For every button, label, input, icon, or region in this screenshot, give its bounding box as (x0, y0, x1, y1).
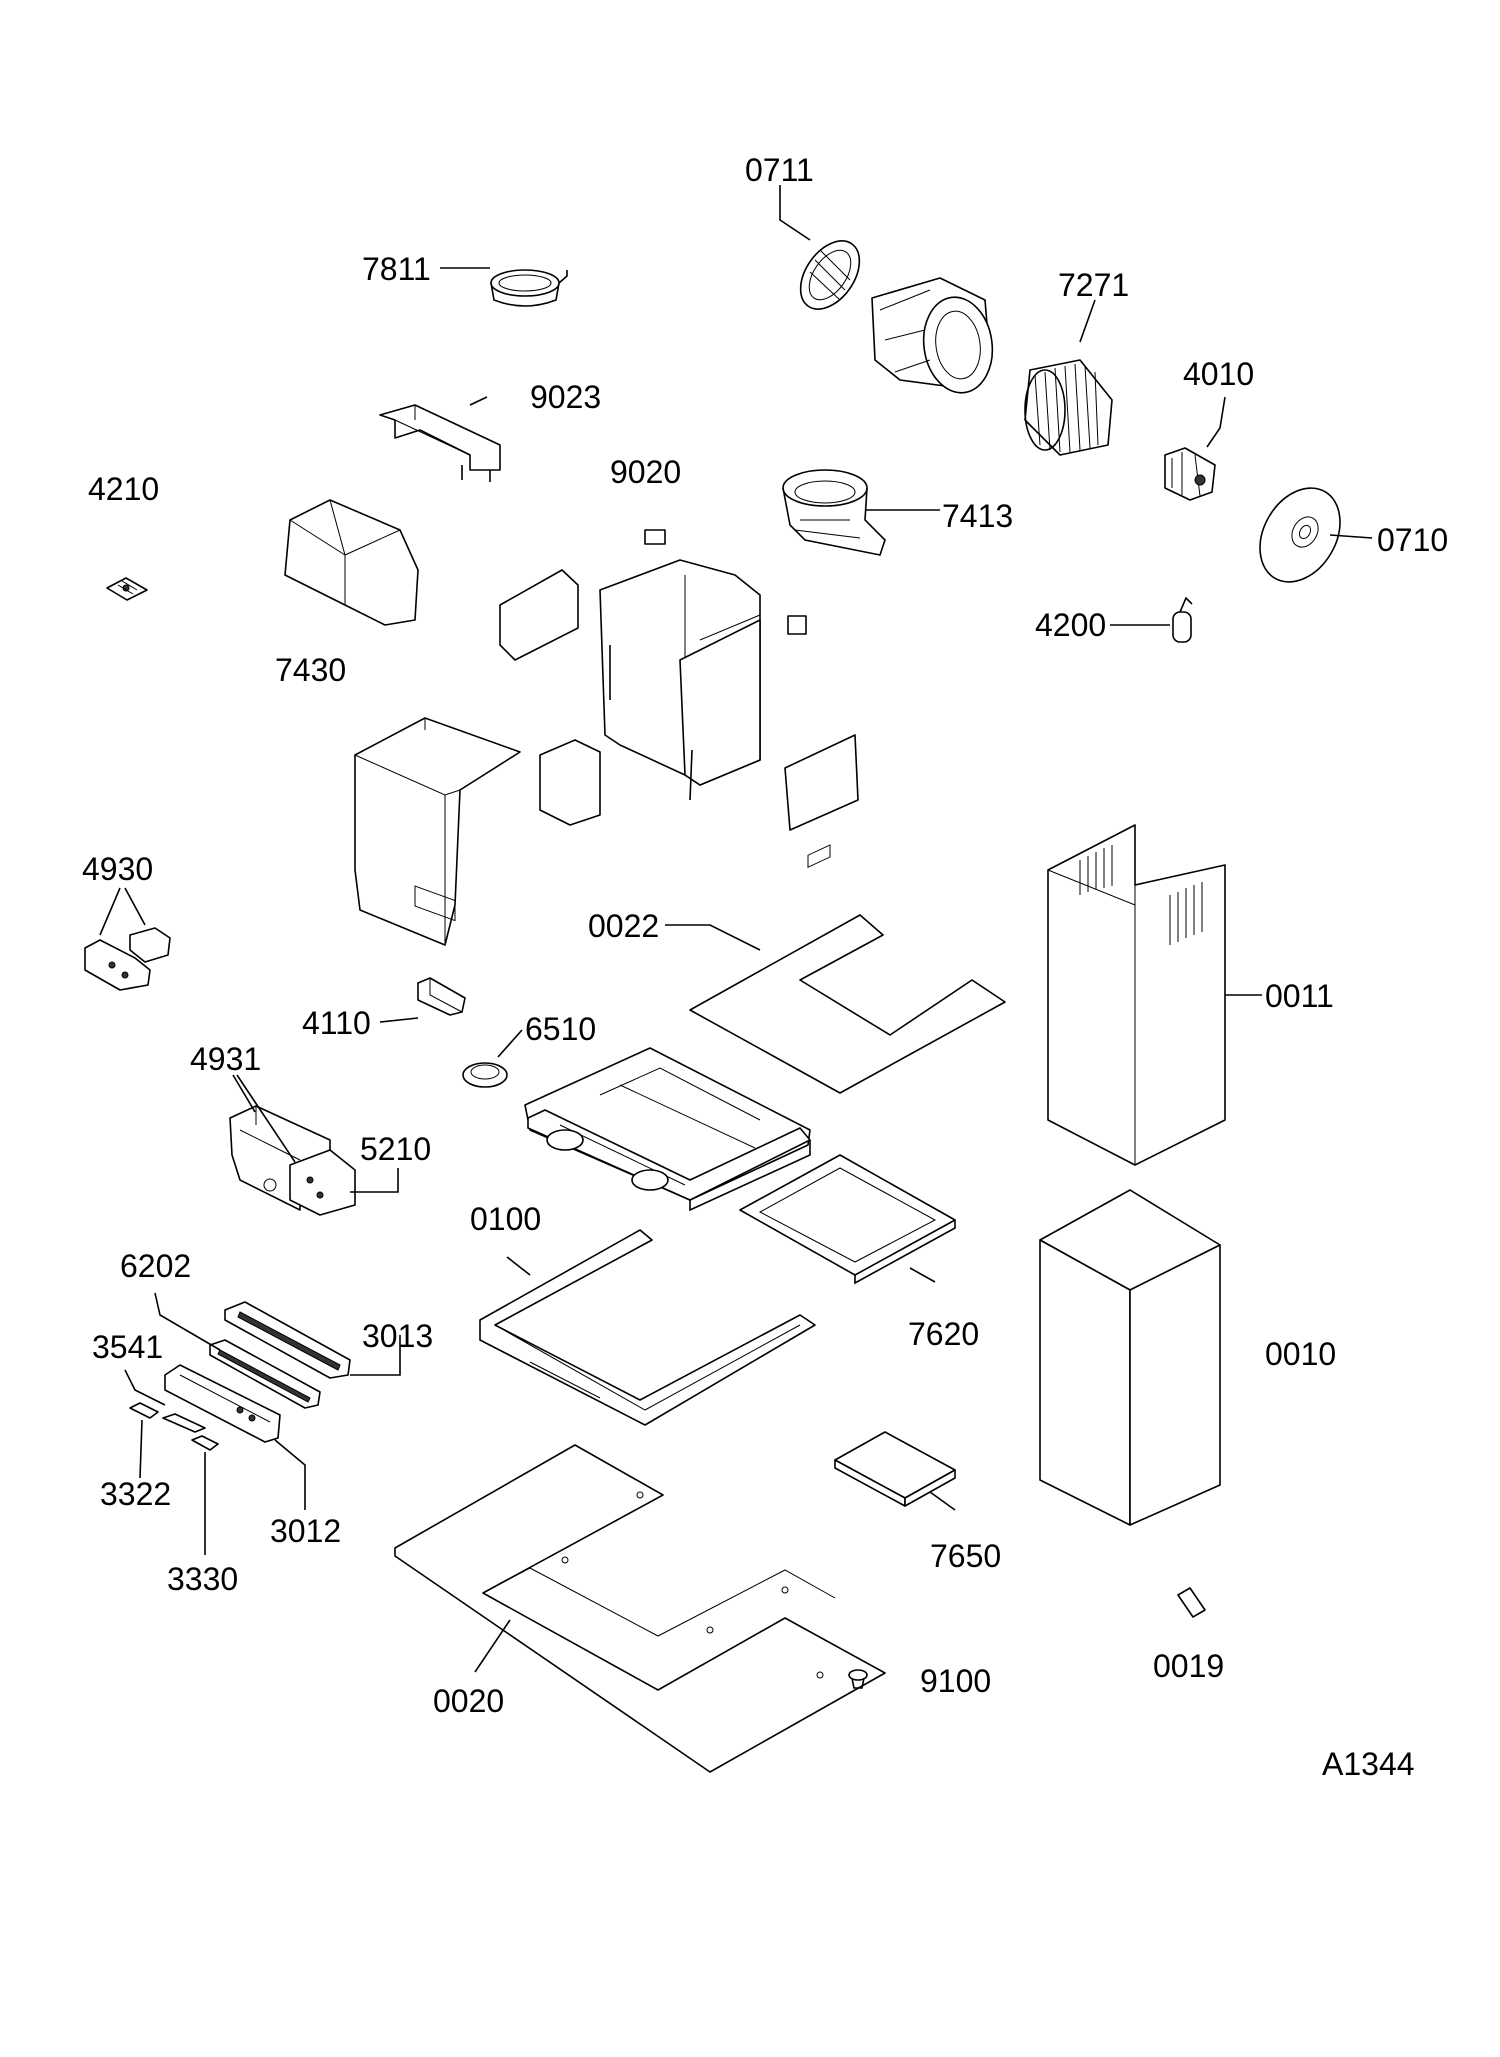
part-7271-fan-wheel (1024, 359, 1113, 456)
part-4930-bracket (84, 927, 171, 991)
part-7430-ducting (284, 499, 419, 626)
part-7413-cone (782, 469, 886, 556)
part-fan-housing (871, 277, 994, 394)
label-3012: 3012 (270, 1513, 341, 1549)
part-4210-plate (106, 577, 148, 601)
label-4210: 4210 (88, 471, 159, 507)
label-4931: 4931 (190, 1041, 261, 1077)
label-0011: 0011 (1265, 978, 1334, 1014)
part-7811-collar (490, 269, 568, 307)
label-0711: 0711 (745, 152, 814, 188)
leader-lines (99, 185, 1373, 1673)
label-3541: 3541 (92, 1329, 163, 1365)
part-small-buttons (129, 1402, 219, 1451)
label-0100: 0100 (470, 1201, 541, 1237)
part-7620-filter (739, 844, 956, 1285)
label-3013: 3013 (362, 1318, 433, 1354)
part-control-strips (164, 1301, 351, 1443)
label-7650: 7650 (930, 1538, 1001, 1574)
drawing-code: A1344 (1322, 1746, 1415, 1782)
part-0710-ring (1259, 487, 1341, 583)
label-7811: 7811 (362, 251, 431, 287)
part-0019-label (1177, 1587, 1206, 1618)
part-0022-plate (689, 914, 1006, 1094)
label-0710: 0710 (1377, 522, 1448, 558)
label-0019: 0019 (1153, 1648, 1224, 1684)
label-9020: 9020 (610, 454, 681, 490)
label-4010: 4010 (1183, 356, 1254, 392)
label-7430: 7430 (275, 652, 346, 688)
part-9020-panels (499, 529, 859, 831)
label-4930: 4930 (82, 851, 153, 887)
label-7413: 7413 (942, 498, 1013, 534)
part-7650-filter-block (834, 1431, 956, 1507)
part-4110-block (417, 977, 466, 1016)
label-3330: 3330 (167, 1561, 238, 1597)
label-7620: 7620 (908, 1316, 979, 1352)
part-9100-knob (848, 1669, 868, 1689)
label-0022: 0022 (588, 908, 659, 944)
part-0020-base-plate (394, 1444, 886, 1773)
part-0100-frame (479, 1229, 816, 1426)
label-0010: 0010 (1265, 1336, 1336, 1372)
part-0711-grille (799, 240, 861, 310)
part-6510-ring (462, 1062, 508, 1088)
label-9100: 9100 (920, 1663, 991, 1699)
label-6510: 6510 (525, 1011, 596, 1047)
label-7271: 7271 (1058, 267, 1129, 303)
part-9023-bracket (379, 404, 501, 482)
part-4010-motor (1164, 447, 1216, 501)
label-5210: 5210 (360, 1131, 431, 1167)
part-0010-lower-chimney (1039, 1189, 1221, 1526)
part-4200-capacitor (1172, 596, 1193, 643)
part-0011-upper-chimney (1047, 824, 1226, 1166)
part-inner-housing (354, 717, 521, 946)
label-9023: 9023 (530, 379, 601, 415)
label-0020: 0020 (433, 1683, 504, 1719)
label-6202: 6202 (120, 1248, 191, 1284)
label-4200: 4200 (1035, 607, 1106, 643)
part-4931-board (229, 1105, 356, 1216)
label-3322: 3322 (100, 1476, 171, 1512)
part-chassis-frame (524, 1047, 811, 1212)
label-4110: 4110 (302, 1005, 371, 1041)
part-labels: 0711 7811 7271 9023 4010 4210 9020 7413 … (82, 152, 1448, 1782)
